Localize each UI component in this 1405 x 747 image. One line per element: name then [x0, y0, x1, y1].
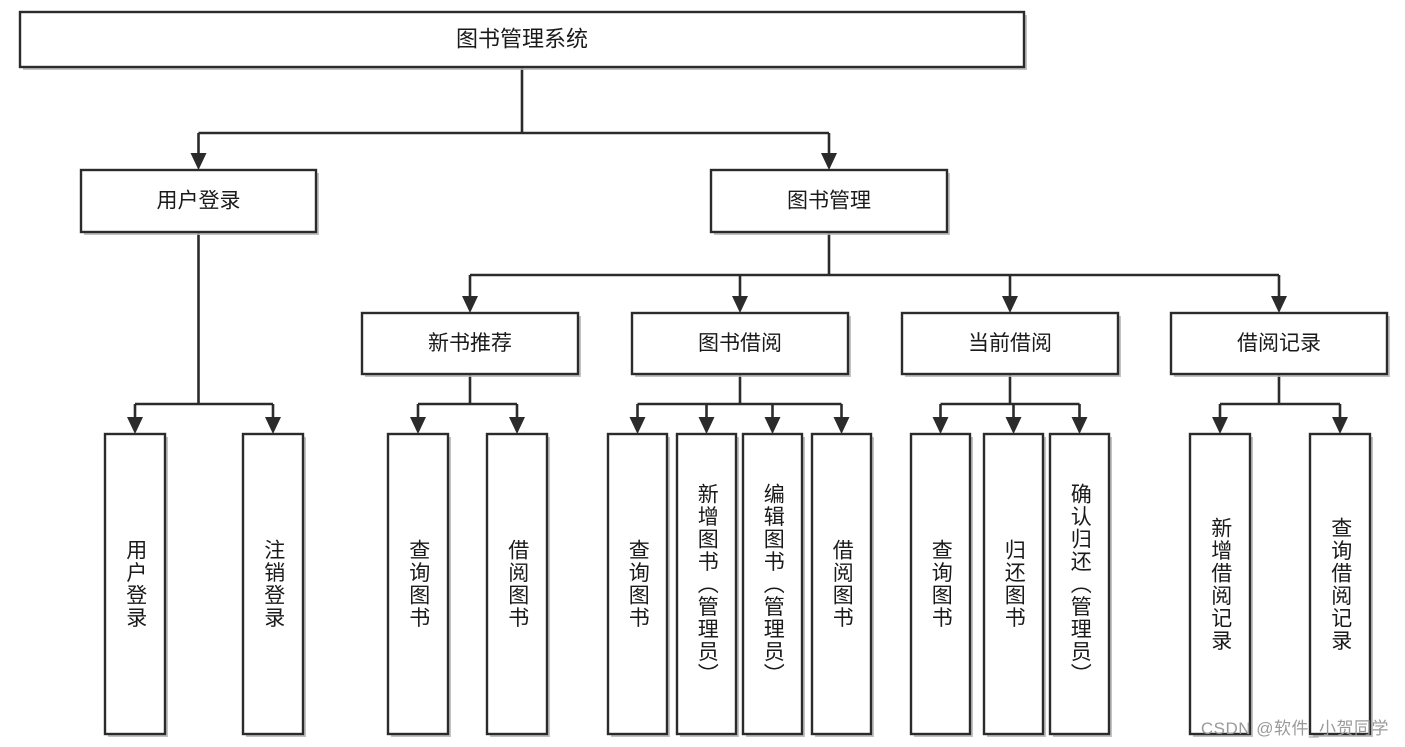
node-leaf-query-record[interactable] — [1308, 432, 1372, 736]
node-leaf-return-book[interactable] — [982, 432, 1045, 736]
arrow-head-leaf-borrow-book-1 — [509, 417, 525, 434]
arrow-head-book-borrow — [732, 296, 748, 313]
arrow-head-leaf-add-book — [698, 417, 715, 434]
arrow-head-leaf-borrow-book-2 — [833, 417, 850, 434]
arrow-head-borrow-record — [1271, 296, 1287, 313]
node-root[interactable] — [18, 10, 1026, 69]
arrow-head-leaf-query-book-2 — [629, 417, 646, 434]
node-leaf-query-book-2[interactable] — [606, 432, 669, 736]
node-book-manage[interactable] — [709, 168, 949, 234]
boxes-layer — [18, 10, 1390, 737]
node-current-borrow-label: 当前借阅 — [968, 332, 1052, 355]
node-leaf-add-record[interactable] — [1188, 432, 1252, 736]
node-borrow-record[interactable] — [1169, 311, 1389, 376]
node-leaf-confirm-return[interactable] — [1048, 432, 1111, 736]
arrow-head-leaf-query-record — [1332, 417, 1348, 434]
node-leaf-borrow-book-2[interactable] — [810, 432, 873, 736]
node-book-borrow[interactable] — [630, 311, 850, 376]
arrow-head-leaf-confirm-return — [1071, 417, 1088, 434]
arrow-head-book-manage — [821, 153, 837, 170]
node-leaf-query-book-3[interactable] — [909, 432, 972, 736]
arrow-head-user-login — [190, 153, 207, 170]
connectors-layer — [127, 67, 1348, 434]
node-leaf-user-login[interactable] — [103, 432, 167, 736]
arrow-head-leaf-query-book-1 — [410, 417, 426, 434]
node-leaf-borrow-book-1[interactable] — [485, 432, 549, 736]
arrow-head-leaf-return-book — [1005, 417, 1022, 434]
node-book-borrow-label: 图书借阅 — [698, 332, 782, 355]
arrow-head-current-borrow — [1002, 296, 1018, 313]
arrow-head-new-book-recommend — [462, 296, 478, 313]
node-user-login-label: 用户登录 — [157, 190, 241, 213]
node-root-label: 图书管理系统 — [456, 26, 588, 51]
node-new-book-recommend[interactable] — [360, 311, 580, 376]
node-new-book-recommend-label: 新书推荐 — [428, 332, 512, 355]
arrow-head-leaf-edit-book — [764, 417, 781, 434]
node-leaf-edit-book[interactable] — [741, 432, 804, 736]
node-leaf-query-book-1[interactable] — [386, 432, 450, 736]
arrow-head-leaf-add-record — [1212, 417, 1228, 434]
node-leaf-logout[interactable] — [241, 432, 305, 736]
node-leaf-add-book[interactable] — [675, 432, 738, 736]
arrow-head-leaf-query-book-3 — [932, 417, 949, 434]
node-borrow-record-label: 借阅记录 — [1237, 332, 1321, 355]
node-user-login[interactable] — [79, 168, 318, 234]
node-current-borrow[interactable] — [900, 311, 1120, 376]
arrow-head-leaf-user-login — [127, 417, 143, 434]
arrow-head-leaf-logout — [265, 417, 281, 434]
node-book-manage-label: 图书管理 — [787, 190, 871, 213]
